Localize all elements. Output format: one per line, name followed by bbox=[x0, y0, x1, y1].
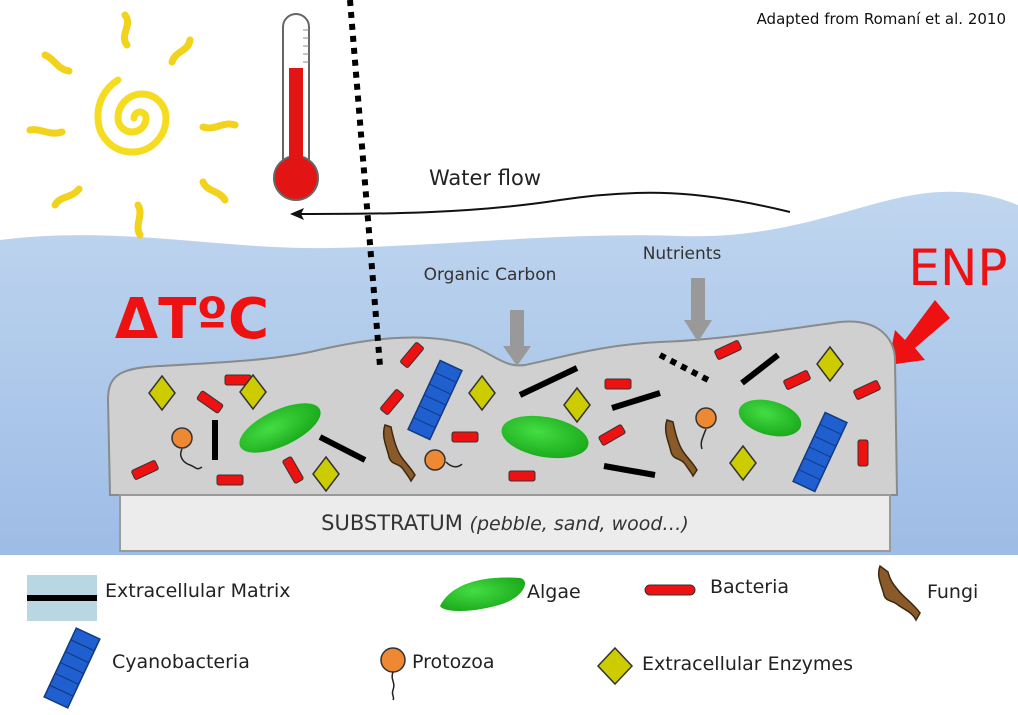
thermometer-icon bbox=[273, 13, 319, 201]
legend-label: Bacteria bbox=[710, 576, 789, 598]
matrix-fiber bbox=[740, 352, 780, 386]
protozoa bbox=[171, 427, 203, 470]
enzyme bbox=[148, 374, 176, 412]
matrix-fiber bbox=[611, 390, 661, 411]
bacteria bbox=[598, 424, 626, 446]
legend-item-algae: Algae bbox=[440, 577, 581, 612]
legend: Extracellular Matrix Algae Bacteria Fung… bbox=[27, 564, 978, 709]
enzyme bbox=[816, 345, 844, 383]
matrix-fiber bbox=[518, 365, 579, 398]
fungi bbox=[664, 419, 698, 478]
bacteria bbox=[380, 389, 404, 415]
bacteria bbox=[604, 378, 632, 390]
algae bbox=[501, 415, 589, 459]
substratum-label: SUBSTRATUM (pebble, sand, wood…) bbox=[321, 511, 689, 535]
enzyme bbox=[729, 444, 757, 482]
legend-item-bacteria: Bacteria bbox=[644, 576, 789, 598]
water-flow-arrow bbox=[290, 191, 791, 220]
cyanobacteria bbox=[792, 411, 848, 493]
legend-item-protozoa: Protozoa bbox=[380, 647, 494, 701]
credit-text: Adapted from Romaní et al. 2010 bbox=[757, 10, 1006, 28]
legend-item-matrix: Extracellular Matrix bbox=[27, 575, 290, 621]
bacteria bbox=[783, 370, 811, 390]
organic-carbon-arrow bbox=[503, 310, 531, 366]
bacteria bbox=[196, 390, 224, 414]
enzyme bbox=[468, 374, 496, 412]
legend-label: Extracellular Matrix bbox=[105, 580, 290, 602]
bacteria bbox=[857, 439, 869, 467]
bacteria-icon bbox=[644, 584, 696, 596]
substratum bbox=[119, 494, 891, 552]
enzyme bbox=[239, 373, 267, 411]
bacteria bbox=[400, 342, 424, 368]
legend-item-enzymes: Extracellular Enzymes bbox=[596, 646, 853, 686]
legend-label: Cyanobacteria bbox=[112, 651, 250, 673]
biofilm-organisms bbox=[131, 0, 881, 493]
cyanobacteria-icon bbox=[43, 627, 101, 709]
protozoa bbox=[695, 407, 717, 450]
bacteria bbox=[216, 474, 244, 486]
enzyme bbox=[563, 386, 591, 424]
biofilm-layer bbox=[106, 320, 899, 496]
algae-icon bbox=[440, 577, 525, 612]
protozoa-icon bbox=[380, 647, 406, 701]
legend-label: Fungi bbox=[927, 581, 978, 603]
legend-label: Extracellular Enzymes bbox=[642, 653, 853, 675]
nutrients-arrow bbox=[684, 278, 712, 342]
delta-temperature-label: ΔTºC bbox=[115, 287, 269, 352]
legend-label: Protozoa bbox=[412, 651, 494, 673]
bacteria bbox=[451, 431, 479, 443]
enp-label: ENP bbox=[908, 239, 1007, 297]
legend-item-fungi: Fungi bbox=[877, 564, 978, 622]
fungi bbox=[382, 424, 416, 483]
bacteria bbox=[131, 460, 159, 480]
sun-icon bbox=[26, 11, 239, 239]
algae bbox=[738, 399, 802, 437]
enp-arrow bbox=[888, 300, 950, 365]
enzyme-icon bbox=[596, 646, 634, 686]
organic-carbon-label: Organic Carbon bbox=[424, 265, 557, 285]
enzyme bbox=[312, 455, 340, 493]
bacteria bbox=[714, 340, 742, 360]
algae bbox=[239, 403, 321, 453]
bacteria bbox=[853, 380, 881, 400]
bacteria bbox=[508, 470, 536, 482]
matrix-fiber bbox=[658, 352, 714, 385]
legend-item-cyanobacteria: Cyanobacteria bbox=[43, 627, 250, 709]
nutrients-label: Nutrients bbox=[643, 244, 722, 264]
fungi-icon bbox=[877, 564, 921, 622]
water-flow-label: Water flow bbox=[429, 166, 541, 190]
bacteria bbox=[282, 456, 304, 484]
matrix-fiber bbox=[318, 434, 367, 463]
cyanobacteria bbox=[407, 359, 463, 441]
matrix-fiber bbox=[347, 0, 383, 367]
legend-label: Algae bbox=[527, 581, 581, 603]
matrix-fiber bbox=[603, 463, 656, 478]
protozoa bbox=[424, 449, 463, 471]
